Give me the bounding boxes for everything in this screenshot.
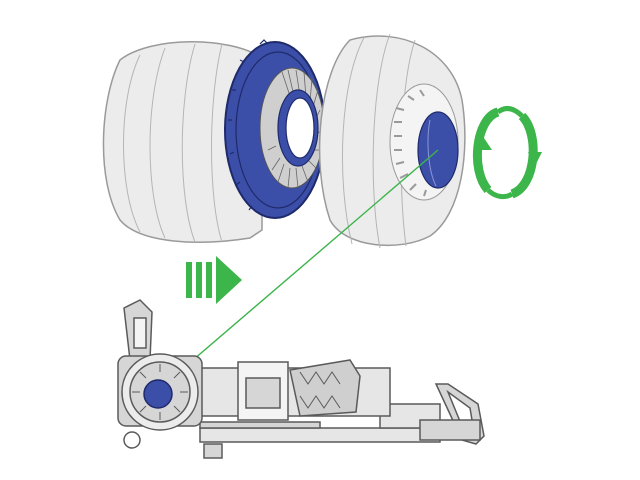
- vacuum-machine: [117, 299, 485, 459]
- rotate-clockwise-icon: [472, 106, 542, 200]
- leader-line: [157, 149, 439, 391]
- push-in-arrow-icon: [186, 256, 242, 304]
- blue-filter: [224, 39, 326, 219]
- filter-housing-right: [318, 33, 466, 249]
- filter-housing-left: [102, 41, 263, 243]
